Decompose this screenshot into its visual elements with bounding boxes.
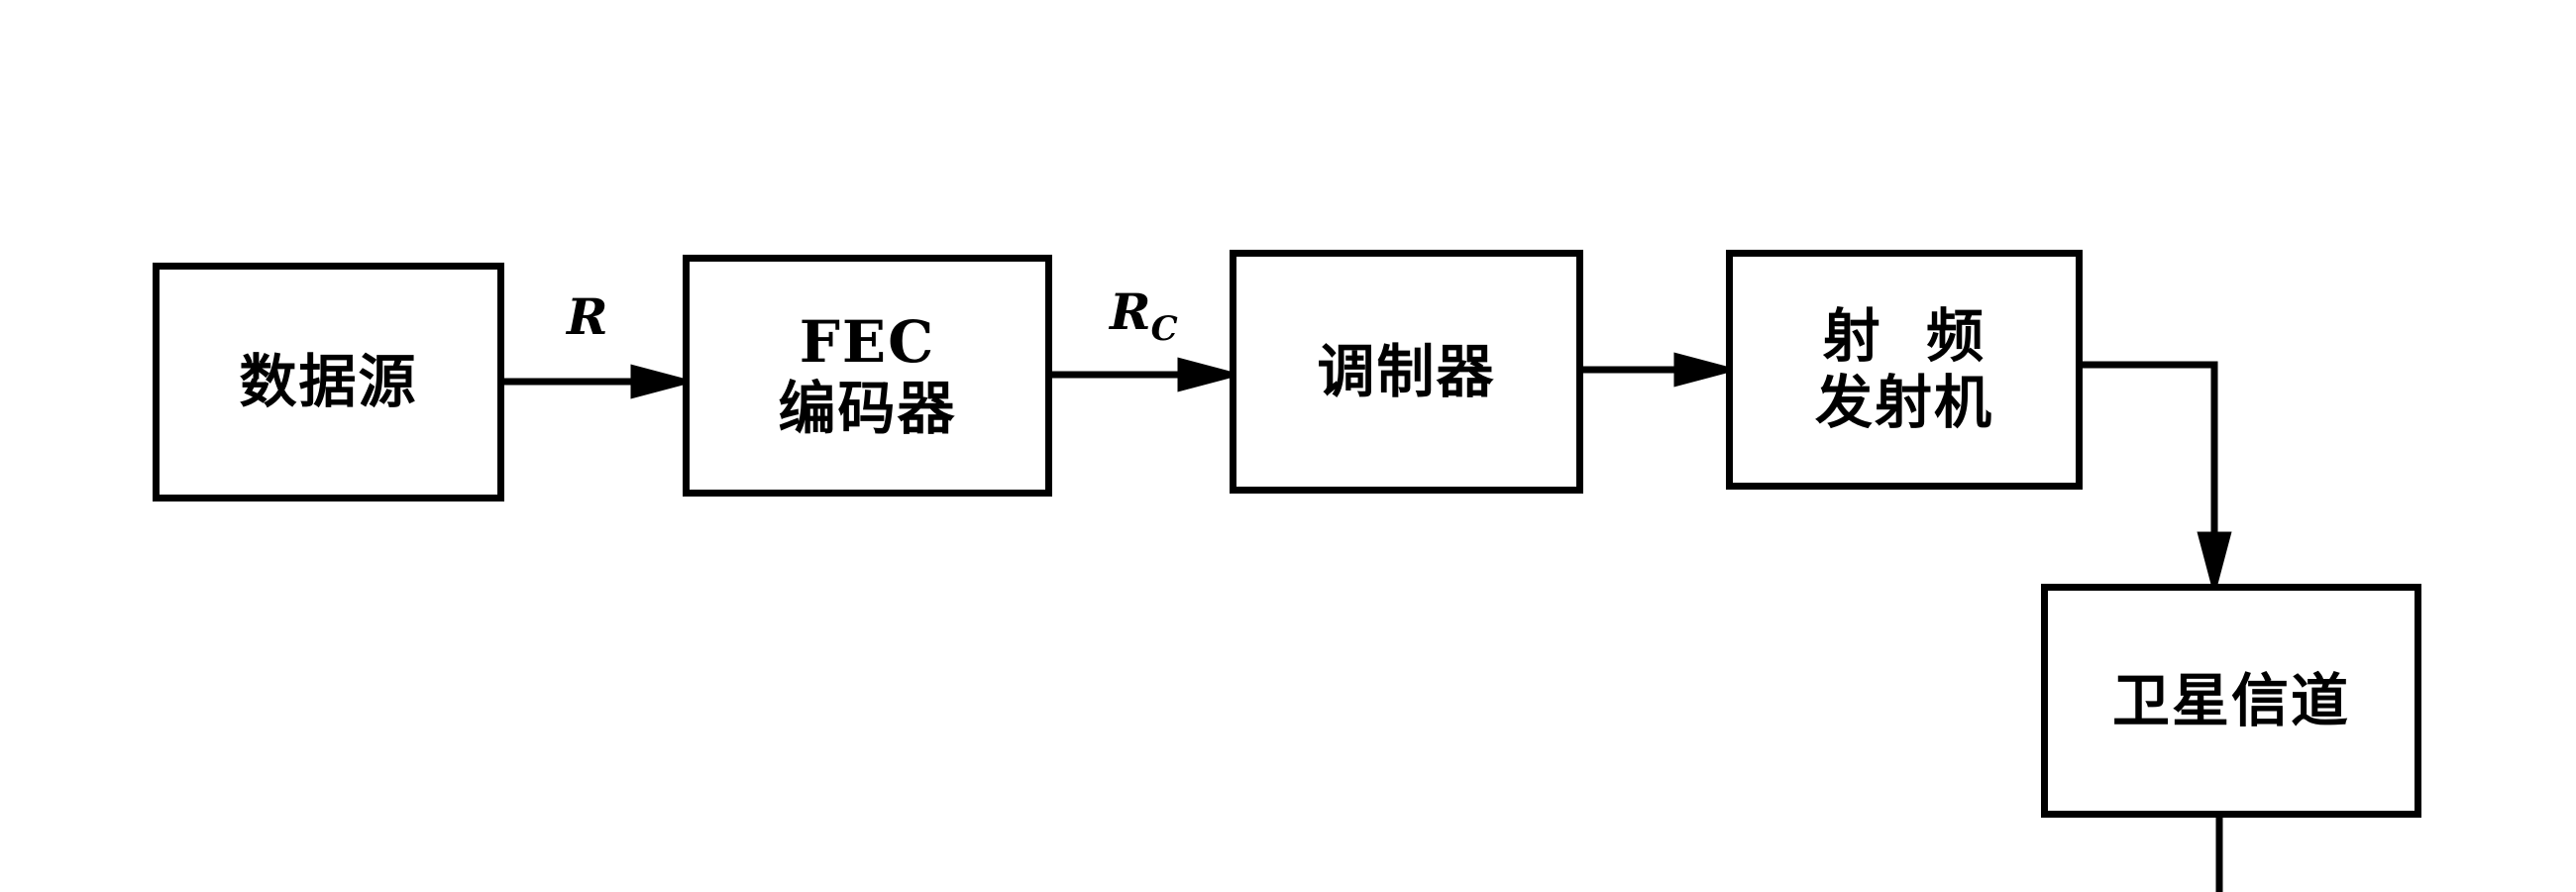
data-source-block: 数据源 xyxy=(153,263,504,502)
rf-label-line1: 射 频 xyxy=(1822,302,1986,371)
signal-rate-r-label: R xyxy=(567,287,608,346)
signal-rate-rc-main: R xyxy=(1110,282,1151,341)
signal-rate-rc: RC xyxy=(1110,282,1178,349)
modulator-label: 调制器 xyxy=(1317,337,1496,405)
arrowhead-icon xyxy=(630,364,697,399)
fec-encoder-block: FEC 编码器 xyxy=(683,255,1052,497)
data-source-label: 数据源 xyxy=(239,348,418,416)
arrow-rf-to-satellite xyxy=(2083,361,2218,575)
arrowhead-icon xyxy=(2197,531,2232,598)
signal-rate-rc-sub: C xyxy=(1150,309,1178,349)
fec-label-line1: FEC xyxy=(799,308,936,377)
arrowhead-icon xyxy=(1177,357,1243,392)
modulator-block: 调制器 xyxy=(1230,250,1583,494)
satellite-channel-block: 卫星信道 xyxy=(2041,584,2421,818)
rf-label-line2: 发射机 xyxy=(1814,369,1993,436)
fec-label-line2: 编码器 xyxy=(778,375,957,442)
signal-rate-r: R xyxy=(567,287,608,346)
rf-transmitter-block: 射 频 发射机 xyxy=(1726,250,2083,490)
arrowhead-icon xyxy=(1673,352,1740,388)
satellite-channel-label: 卫星信道 xyxy=(2111,666,2350,734)
